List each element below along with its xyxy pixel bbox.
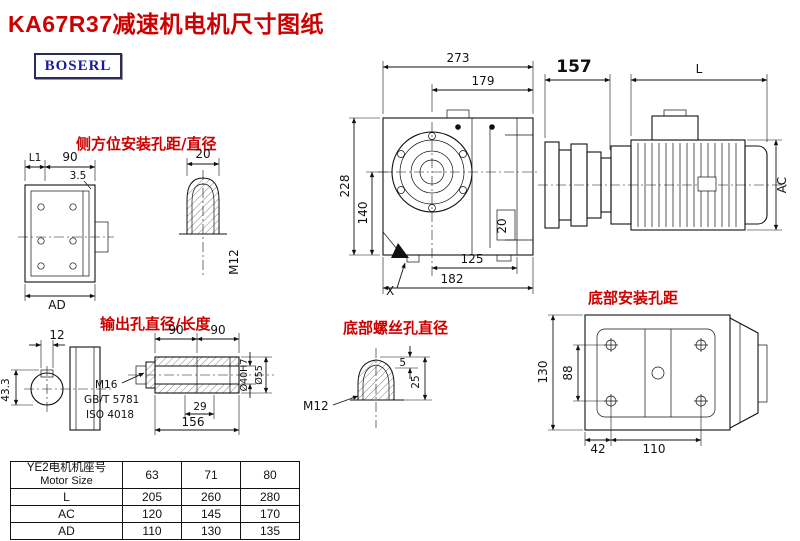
label-GB-standard: GB/T 5781 <box>84 394 139 406</box>
table-cell: 145 <box>181 505 241 523</box>
side-hole-detail: 20 M12 <box>179 147 241 278</box>
table-cell: 130 <box>181 522 241 540</box>
bolt-washer <box>145 361 156 389</box>
table-cell: 120 <box>122 505 182 523</box>
row-label-AC: AC <box>10 505 123 523</box>
bell-housing-outline <box>729 317 759 429</box>
dim-90-b: 90 <box>210 323 225 337</box>
table-size-label-cell: YE2电机机座号 Motor Size <box>10 461 123 489</box>
label-bottom-mount: 底部安装孔距 <box>588 289 678 307</box>
dim-90-side: 90 <box>62 150 77 164</box>
hole-center-marks <box>604 338 708 408</box>
terminal-box <box>651 115 699 141</box>
table-cell-frame-63: 63 <box>122 461 182 489</box>
table-cell-frame-71: 71 <box>181 461 241 489</box>
dim-156: 156 <box>182 415 205 429</box>
size-label-en: Motor Size <box>40 475 93 488</box>
motor-side-view: 157 L AC <box>538 57 790 231</box>
label-M16: M16 <box>95 379 118 391</box>
dim-273: 273 <box>447 51 470 65</box>
dim-179: 179 <box>472 74 495 88</box>
motor-size-table: YE2电机机座号 Motor Size 63 71 80 L 205 260 2… <box>10 461 300 540</box>
label-side-mount: 侧方位安装孔距/直径 <box>76 135 216 153</box>
dim-L1: L1 <box>29 152 42 164</box>
dim-20-hole: 20 <box>195 147 210 161</box>
table-cell: 260 <box>181 488 241 506</box>
size-label-cn: YE2电机机座号 <box>26 462 107 475</box>
table-cell: 110 <box>122 522 182 540</box>
output-bore-view: M16 GB/T 5781 ISO 4018 90 90 29 156 <box>84 323 274 435</box>
dim-90-a: 90 <box>168 323 183 337</box>
table-row-L: L 205 260 280 <box>10 488 300 506</box>
dim-88: 88 <box>561 365 575 380</box>
dim-20-rotated: 20 <box>495 218 509 233</box>
bolt-head <box>135 365 147 385</box>
dim-110: 110 <box>643 442 666 456</box>
table-header-row: YE2电机机座号 Motor Size 63 71 80 <box>10 461 300 489</box>
dim-130: 130 <box>536 361 550 384</box>
dim-M12-side: M12 <box>227 249 241 275</box>
dim-12: 12 <box>49 328 64 342</box>
dim-157: 157 <box>556 57 592 77</box>
dim-AD: AD <box>48 298 65 312</box>
table-cell: 280 <box>240 488 300 506</box>
bottom-screw-detail: M12 5 25 <box>303 346 432 428</box>
dim-140: 140 <box>356 202 370 225</box>
dim-AC: AC <box>775 177 789 193</box>
dim-d40H7: Ø40H7 <box>239 359 250 392</box>
dim-d55: Ø55 <box>254 365 265 385</box>
dim-125: 125 <box>461 252 484 266</box>
dim-5: 5 <box>399 357 406 369</box>
nameplate <box>697 176 717 192</box>
page-title: KA67R37减速机电机尺寸图纸 <box>8 11 324 37</box>
left-side-view: L1 90 3.5 AD <box>18 150 114 312</box>
dim-42: 42 <box>590 442 605 456</box>
dim-228: 228 <box>338 175 352 198</box>
table-cell-frame-80: 80 <box>240 461 300 489</box>
table-cell: 205 <box>122 488 182 506</box>
dim-25: 25 <box>410 375 422 388</box>
label-ISO-standard: ISO 4018 <box>86 409 134 421</box>
label-output-hole: 输出孔直径/长度 <box>100 315 211 333</box>
bottom-mount-view: 130 88 42 110 <box>536 314 768 456</box>
dim-L: L <box>696 62 703 76</box>
table-cell: 135 <box>240 522 300 540</box>
x-marker: X <box>386 284 394 298</box>
label-bottom-screw: 底部螺丝孔直径 <box>343 319 448 337</box>
label-M12-screw: M12 <box>303 399 329 413</box>
row-label-L: L <box>10 488 123 506</box>
main-front-view: 20 273 179 228 140 <box>338 51 538 298</box>
table-cell: 170 <box>240 505 300 523</box>
dim-43-3: 43.3 <box>0 378 12 401</box>
row-label-AD: AD <box>10 522 123 540</box>
table-row-AC: AC 120 145 170 <box>10 505 300 523</box>
table-row-AD: AD 110 130 135 <box>10 522 300 540</box>
dim-29: 29 <box>193 401 206 413</box>
output-shaft-end-view: 12 43.3 <box>0 328 112 431</box>
dim-182: 182 <box>441 272 464 286</box>
fan-cover <box>744 145 768 225</box>
pointer-triangle <box>391 243 409 258</box>
dim-3-5: 3.5 <box>70 170 87 182</box>
brand-logo: BOSERL <box>34 53 122 79</box>
